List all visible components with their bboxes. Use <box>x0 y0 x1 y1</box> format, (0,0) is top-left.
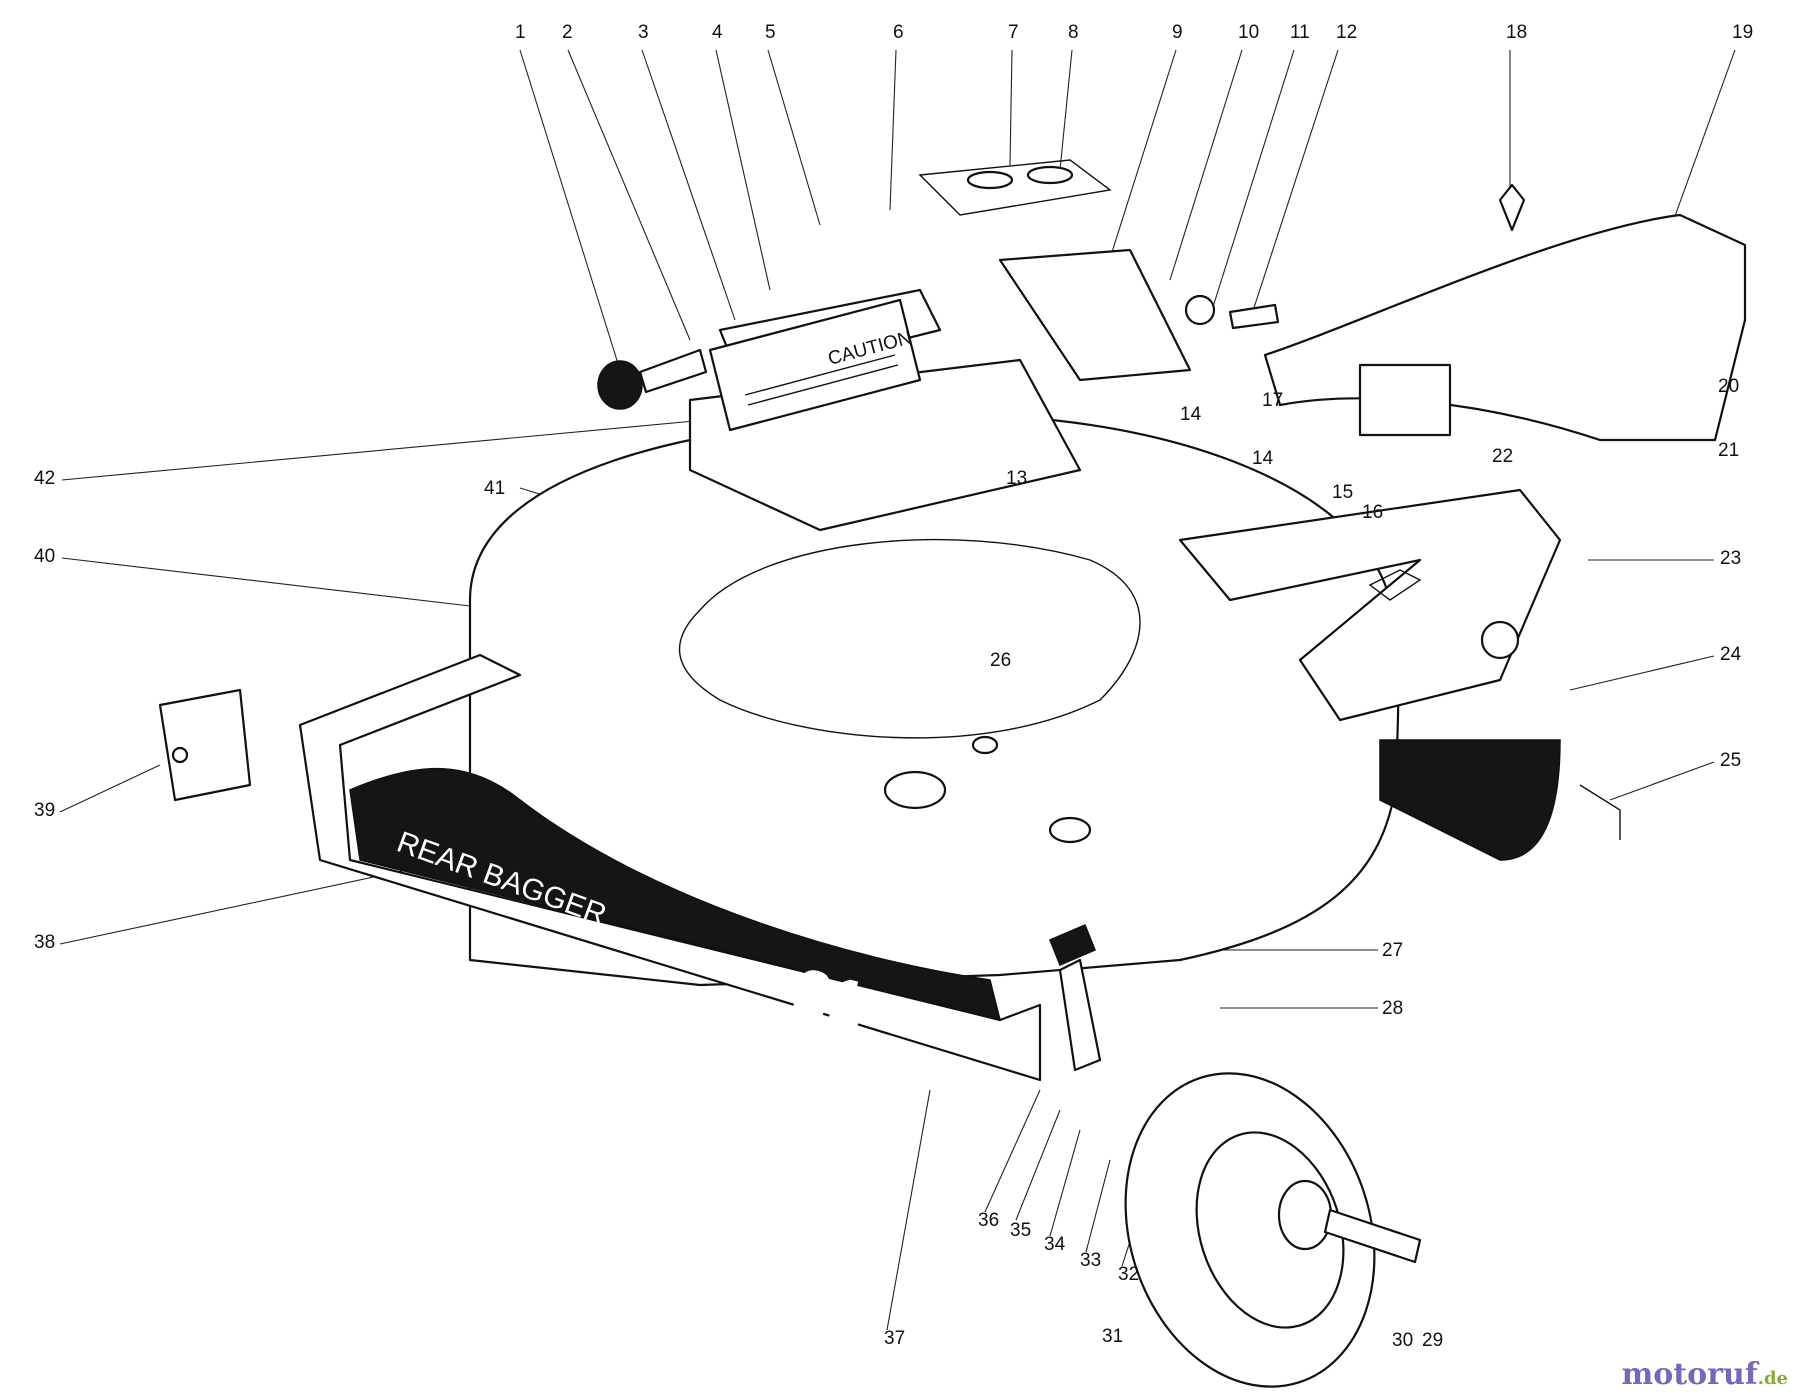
washer-10 <box>1184 294 1216 326</box>
callout-23: 23 <box>1720 548 1741 569</box>
callout-1: 1 <box>515 22 526 43</box>
callout-40: 40 <box>34 546 55 567</box>
callout-14b: 14 <box>1252 448 1274 469</box>
rear-axle-bracket <box>1178 488 1562 722</box>
callout-3: 3 <box>638 22 649 43</box>
callout-26: 26 <box>990 650 1011 671</box>
callout-14a: 14 <box>1180 404 1202 425</box>
side-bracket <box>158 688 252 802</box>
callout-41: 41 <box>484 478 505 499</box>
callout-10: 10 <box>1238 22 1259 43</box>
rear-flap <box>1379 739 1621 861</box>
callout-17: 17 <box>1262 390 1283 411</box>
callout-28: 28 <box>1382 998 1403 1019</box>
chute-hinge <box>1358 363 1452 437</box>
callout-7: 7 <box>1008 22 1019 43</box>
callout-32: 32 <box>1118 1264 1139 1285</box>
bolt-18 <box>1498 183 1526 232</box>
callout-numbers: 1 2 3 4 5 6 7 8 9 10 11 12 18 19 20 17 2… <box>34 22 1753 1351</box>
callout-31: 31 <box>1102 1326 1123 1347</box>
callout-5: 5 <box>765 22 776 43</box>
callout-19: 19 <box>1732 22 1753 43</box>
callout-34: 34 <box>1044 1234 1066 1255</box>
callout-4: 4 <box>712 22 723 43</box>
callout-38: 38 <box>34 932 55 953</box>
callout-39: 39 <box>34 800 55 821</box>
callout-18: 18 <box>1506 22 1527 43</box>
size-decal-text: 21 <box>787 954 873 1041</box>
bolt-12 <box>1228 303 1280 330</box>
bracket-plate <box>998 248 1280 382</box>
callout-24: 24 <box>1720 644 1742 665</box>
leader-lines <box>59 49 1736 1331</box>
callout-9: 9 <box>1172 22 1183 43</box>
callout-42: 42 <box>34 468 55 489</box>
spring-15 <box>1368 569 1422 601</box>
rear-chute <box>1263 183 1747 442</box>
callout-21: 21 <box>1718 440 1739 461</box>
throttle-bail <box>918 159 1112 216</box>
callout-16: 16 <box>1362 502 1383 523</box>
height-knob <box>597 348 708 410</box>
callout-13: 13 <box>1006 468 1027 489</box>
callout-8: 8 <box>1068 22 1079 43</box>
callout-20: 20 <box>1718 376 1739 397</box>
callout-33: 33 <box>1080 1250 1101 1271</box>
height-adjuster <box>1049 924 1102 1072</box>
callout-6: 6 <box>893 22 904 43</box>
watermark-tld: .de <box>1757 1368 1788 1389</box>
callout-35: 35 <box>1010 1220 1031 1241</box>
callout-36: 36 <box>978 1210 999 1231</box>
callout-29: 29 <box>1422 1330 1443 1351</box>
callout-27: 27 <box>1382 940 1403 961</box>
callout-25: 25 <box>1720 750 1741 771</box>
axle-bolt-29 <box>1323 1208 1422 1264</box>
callout-22: 22 <box>1492 446 1513 467</box>
callout-15: 15 <box>1332 482 1353 503</box>
caution-decal: CAUTION <box>708 298 922 432</box>
callout-11: 11 <box>1290 22 1310 43</box>
watermark-main: motoruf <box>1621 1357 1758 1392</box>
deck-grommet <box>883 770 947 810</box>
callout-37: 37 <box>884 1328 905 1349</box>
watermark-logo: motoruf.de <box>1622 1357 1788 1392</box>
callout-12: 12 <box>1336 22 1357 43</box>
callout-30: 30 <box>1392 1330 1413 1351</box>
front-wheel <box>1124 1072 1422 1388</box>
callout-2: 2 <box>562 22 573 43</box>
